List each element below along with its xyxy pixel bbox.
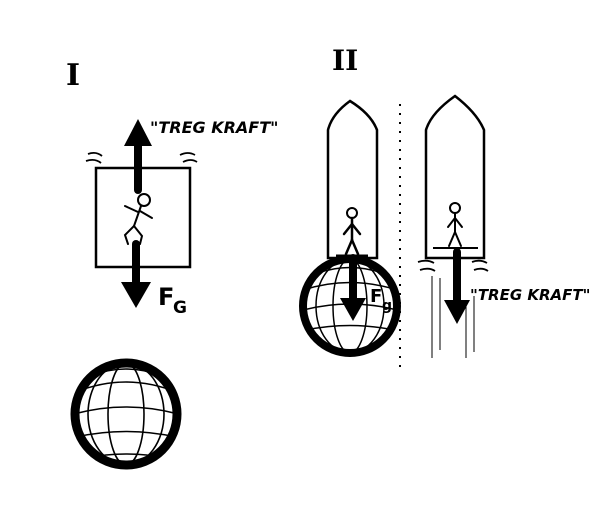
downward-arrow-gravity-1 [121, 240, 151, 308]
fg-label-1: F [158, 283, 174, 311]
person-figure-1 [123, 193, 153, 245]
panel-2: II [299, 44, 590, 368]
treg-kraft-label-1: "TREG KRAFT" [150, 118, 278, 137]
exhaust-marks [417, 259, 489, 272]
fg-label-1-sub: G [173, 298, 187, 318]
upward-arrow-treg-kraft [124, 119, 152, 194]
panel-2-label: II [332, 44, 358, 77]
downward-arrow-gravity-2 [340, 254, 366, 321]
downward-arrow-treg-kraft [444, 248, 470, 324]
rocket-left [326, 99, 379, 260]
panel-1-label: I [66, 58, 80, 93]
person-figure-3 [447, 202, 463, 247]
motion-marks-left [85, 151, 103, 164]
panel-1: I "TREG KRAFT" [66, 58, 278, 470]
exhaust-lines [431, 276, 475, 358]
treg-kraft-label-2: "TREG KRAFT" [470, 286, 590, 304]
fg-label-2: F [370, 286, 382, 307]
elevator-box [94, 166, 192, 269]
motion-marks-right [179, 152, 198, 163]
person-figure-2 [342, 207, 362, 256]
fg-label-2-sub: g [382, 298, 392, 314]
earth-globe-1 [70, 358, 182, 470]
rocket-right [424, 94, 486, 260]
